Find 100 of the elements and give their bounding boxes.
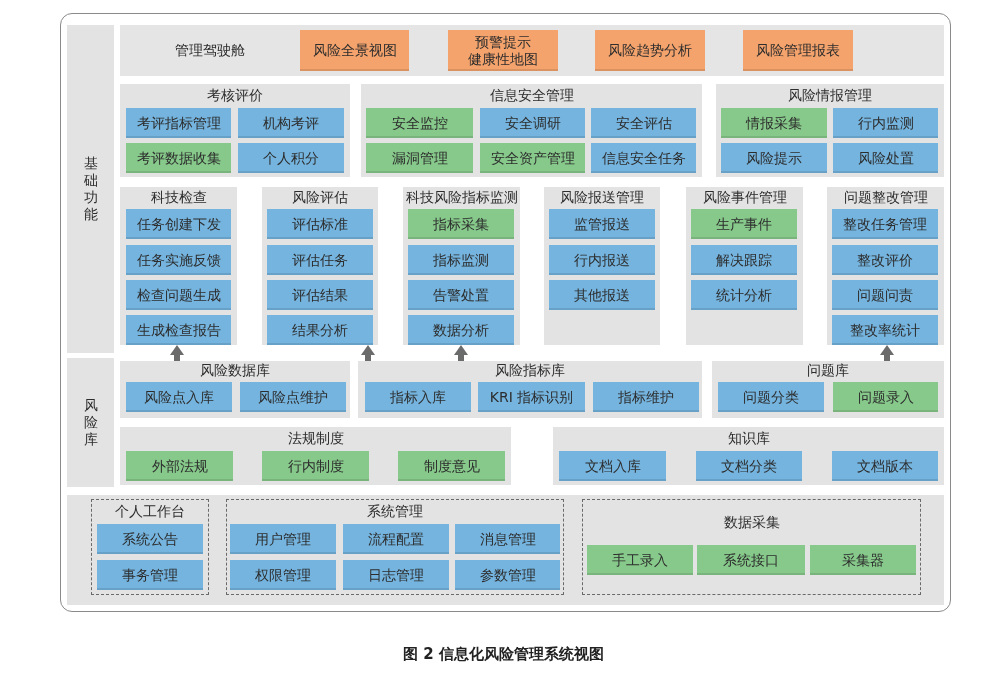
- function-box: 系统公告: [97, 524, 203, 554]
- function-box: 指标采集: [408, 209, 514, 239]
- arrow: [454, 345, 468, 361]
- group-title: 科技检查: [150, 189, 207, 207]
- function-box: KRI 指标识别: [478, 382, 585, 412]
- function-box: 任务实施反馈: [126, 245, 231, 275]
- function-box: 统计分析: [691, 280, 797, 310]
- group-title: 风险情报管理: [788, 87, 872, 105]
- function-box: 采集器: [810, 545, 916, 575]
- function-box: 生产事件: [691, 209, 797, 239]
- function-box: 结果分析: [267, 315, 373, 345]
- function-box: 指标监测: [408, 245, 514, 275]
- group-title: 科技风险指标监测: [405, 189, 518, 207]
- function-box: 数据分析: [408, 315, 514, 345]
- group-panel: [361, 84, 702, 177]
- function-box: 系统接口: [697, 545, 805, 575]
- function-box: 评估结果: [267, 280, 373, 310]
- function-box: 整改任务管理: [832, 209, 938, 239]
- function-box: 制度意见: [398, 451, 505, 481]
- group-panel: [120, 84, 350, 177]
- function-box: 机构考评: [238, 108, 344, 138]
- function-box: 消息管理: [455, 524, 560, 554]
- function-box: 事务管理: [97, 560, 203, 590]
- function-box: 手工录入: [587, 545, 693, 575]
- function-box: 评估任务: [267, 245, 373, 275]
- function-box: 外部法规: [126, 451, 233, 481]
- group-title: 系统管理: [367, 503, 423, 521]
- function-box: 行内制度: [262, 451, 369, 481]
- side-label: 基础功能: [83, 155, 98, 223]
- function-box: 行内报送: [549, 245, 655, 275]
- group-panel: [120, 361, 350, 418]
- function-box: 其他报送: [549, 280, 655, 310]
- function-box: 解决跟踪: [691, 245, 797, 275]
- function-box: 指标入库: [365, 382, 471, 412]
- group-title: 法规制度: [287, 429, 344, 448]
- group-panel: [262, 187, 378, 345]
- function-box: 任务创建下发: [126, 209, 231, 239]
- function-box: 问题分类: [718, 382, 824, 412]
- function-box: 安全评估: [591, 108, 696, 138]
- function-box: 问题问责: [832, 280, 938, 310]
- function-box: 问题录入: [833, 382, 938, 412]
- function-box: 用户管理: [230, 524, 336, 554]
- group-panel: [712, 361, 944, 418]
- function-box: 考评指标管理: [126, 108, 231, 138]
- dashed-group: [226, 499, 564, 595]
- group-panel: [358, 361, 702, 418]
- function-box: 日志管理: [343, 560, 449, 590]
- group-panel: [686, 187, 803, 345]
- function-box: 个人积分: [238, 143, 344, 173]
- group-title: 信息安全管理: [489, 87, 574, 105]
- function-box: 风险管理报表: [743, 30, 853, 71]
- function-box: 告警处置: [408, 280, 514, 310]
- function-box: 风险点维护: [240, 382, 346, 412]
- function-box: 生成检查报告: [126, 315, 231, 345]
- function-box: 评估标准: [267, 209, 373, 239]
- group-panel: [827, 187, 944, 345]
- function-box: 文档版本: [832, 451, 938, 481]
- group-title: 风险事件管理: [702, 189, 787, 207]
- group-title: 问题整改管理: [843, 189, 928, 207]
- side-band: [67, 358, 114, 487]
- function-box: 风险点入库: [126, 382, 232, 412]
- group-title: 风险评估: [292, 189, 348, 207]
- function-box: 漏洞管理: [366, 143, 473, 173]
- group-title: 风险指标库: [495, 361, 565, 380]
- group-panel: [716, 84, 944, 177]
- function-box: 风险全景视图: [300, 30, 409, 71]
- function-box: 风险处置: [833, 143, 938, 173]
- group-title: 数据采集: [723, 514, 780, 532]
- arrow: [361, 345, 375, 361]
- caption: 图 2 信息化风险管理系统视图: [403, 645, 604, 663]
- function-box: 安全监控: [366, 108, 473, 138]
- band-panel: [120, 25, 944, 76]
- dashed-group: [91, 499, 209, 595]
- function-box: 情报采集: [721, 108, 827, 138]
- group-panel: [553, 427, 944, 485]
- function-box: 权限管理: [230, 560, 336, 590]
- function-box: 指标维护: [593, 382, 699, 412]
- group-title: 个人工作台: [115, 503, 185, 521]
- group-title: 问题库: [807, 361, 849, 380]
- function-box: 风险提示: [721, 143, 827, 173]
- function-box: 文档分类: [696, 451, 802, 481]
- group-panel: [544, 187, 660, 345]
- group-panel: [403, 187, 520, 345]
- group-panel: [120, 427, 511, 485]
- function-box: 整改率统计: [832, 315, 938, 345]
- function-box: 监管报送: [549, 209, 655, 239]
- function-box: 安全调研: [480, 108, 585, 138]
- side-label: 风险库: [83, 397, 98, 448]
- group-title: 风险报送管理: [560, 189, 644, 207]
- function-box: 行内监测: [833, 108, 938, 138]
- group-title: 考核评价: [207, 87, 263, 105]
- function-box: 风险趋势分析: [595, 30, 705, 71]
- arrow: [170, 345, 184, 361]
- group-title: 风险数据库: [200, 361, 270, 380]
- group-panel: [120, 187, 237, 345]
- function-box: 预警提示 健康性地图: [448, 30, 558, 71]
- arrow: [880, 345, 894, 361]
- function-box: 参数管理: [455, 560, 560, 590]
- dashed-group: [582, 499, 921, 595]
- function-box: 文档入库: [559, 451, 666, 481]
